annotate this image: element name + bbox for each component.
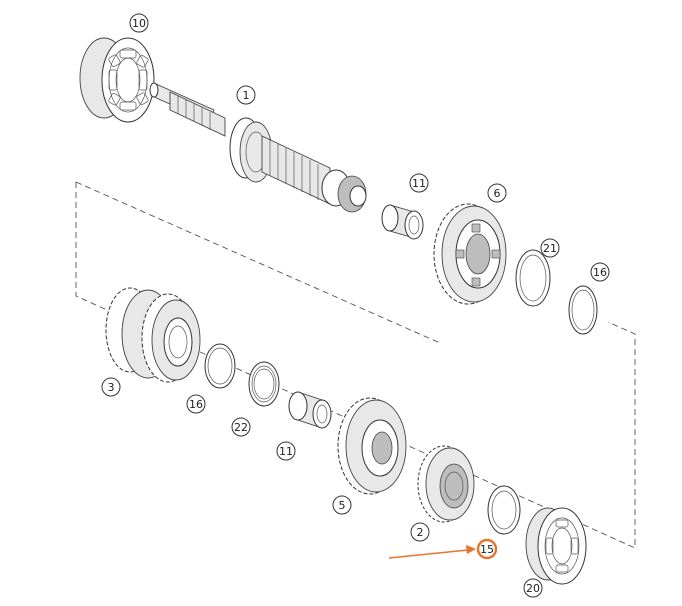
dashed-assembly-top-edge (75, 181, 441, 344)
part-3-double-gear[interactable] (105, 287, 201, 383)
callout-label: 6 (494, 187, 501, 200)
callout-label: 11 (279, 445, 293, 458)
callout-label: 16 (189, 398, 203, 411)
callout-11-lower[interactable]: 11 (276, 441, 296, 461)
part-6-gear[interactable] (433, 203, 507, 305)
part-10-bearing[interactable] (79, 37, 155, 123)
part-2-gear[interactable] (417, 445, 475, 523)
callout-20[interactable]: 20 (523, 578, 543, 598)
callout-15-highlighted[interactable]: 15 (476, 538, 498, 560)
callout-6[interactable]: 6 (487, 183, 507, 203)
callout-label: 11 (412, 177, 426, 190)
callout-label: 15 (480, 543, 494, 556)
part-16-lower-circlip[interactable] (204, 343, 236, 389)
callout-2[interactable]: 2 (410, 522, 430, 542)
part-1-main-shaft[interactable] (149, 82, 367, 213)
highlight-arrow (388, 545, 476, 559)
callout-label: 22 (234, 421, 248, 434)
callout-label: 1 (243, 89, 250, 102)
callout-10[interactable]: 10 (129, 13, 149, 33)
callout-3[interactable]: 3 (101, 377, 121, 397)
callout-label: 3 (108, 381, 115, 394)
part-11-lower-needle-bearing[interactable] (288, 391, 332, 429)
part-5-gear[interactable] (337, 397, 407, 495)
callout-label: 10 (132, 17, 146, 30)
callout-21[interactable]: 21 (540, 238, 560, 258)
callout-label: 21 (543, 242, 557, 255)
part-22-thrust-washer[interactable] (248, 361, 280, 407)
callout-5[interactable]: 5 (332, 495, 352, 515)
callout-1[interactable]: 1 (236, 85, 256, 105)
callout-16-upper[interactable]: 16 (590, 262, 610, 282)
callout-16-lower[interactable]: 16 (186, 394, 206, 414)
dashed-assembly-outline (75, 182, 636, 549)
callout-11-upper[interactable]: 11 (409, 173, 429, 193)
callout-22[interactable]: 22 (231, 417, 251, 437)
callout-label: 20 (526, 582, 540, 595)
part-16-upper-circlip[interactable] (568, 285, 598, 335)
part-15-washer[interactable] (487, 485, 521, 535)
part-11-upper-needle-bearing[interactable] (381, 204, 424, 240)
part-21-ring[interactable] (515, 249, 551, 307)
callout-label: 16 (593, 266, 607, 279)
part-20-bearing[interactable] (525, 507, 587, 585)
callout-label: 5 (339, 499, 346, 512)
callout-label: 2 (417, 526, 424, 539)
